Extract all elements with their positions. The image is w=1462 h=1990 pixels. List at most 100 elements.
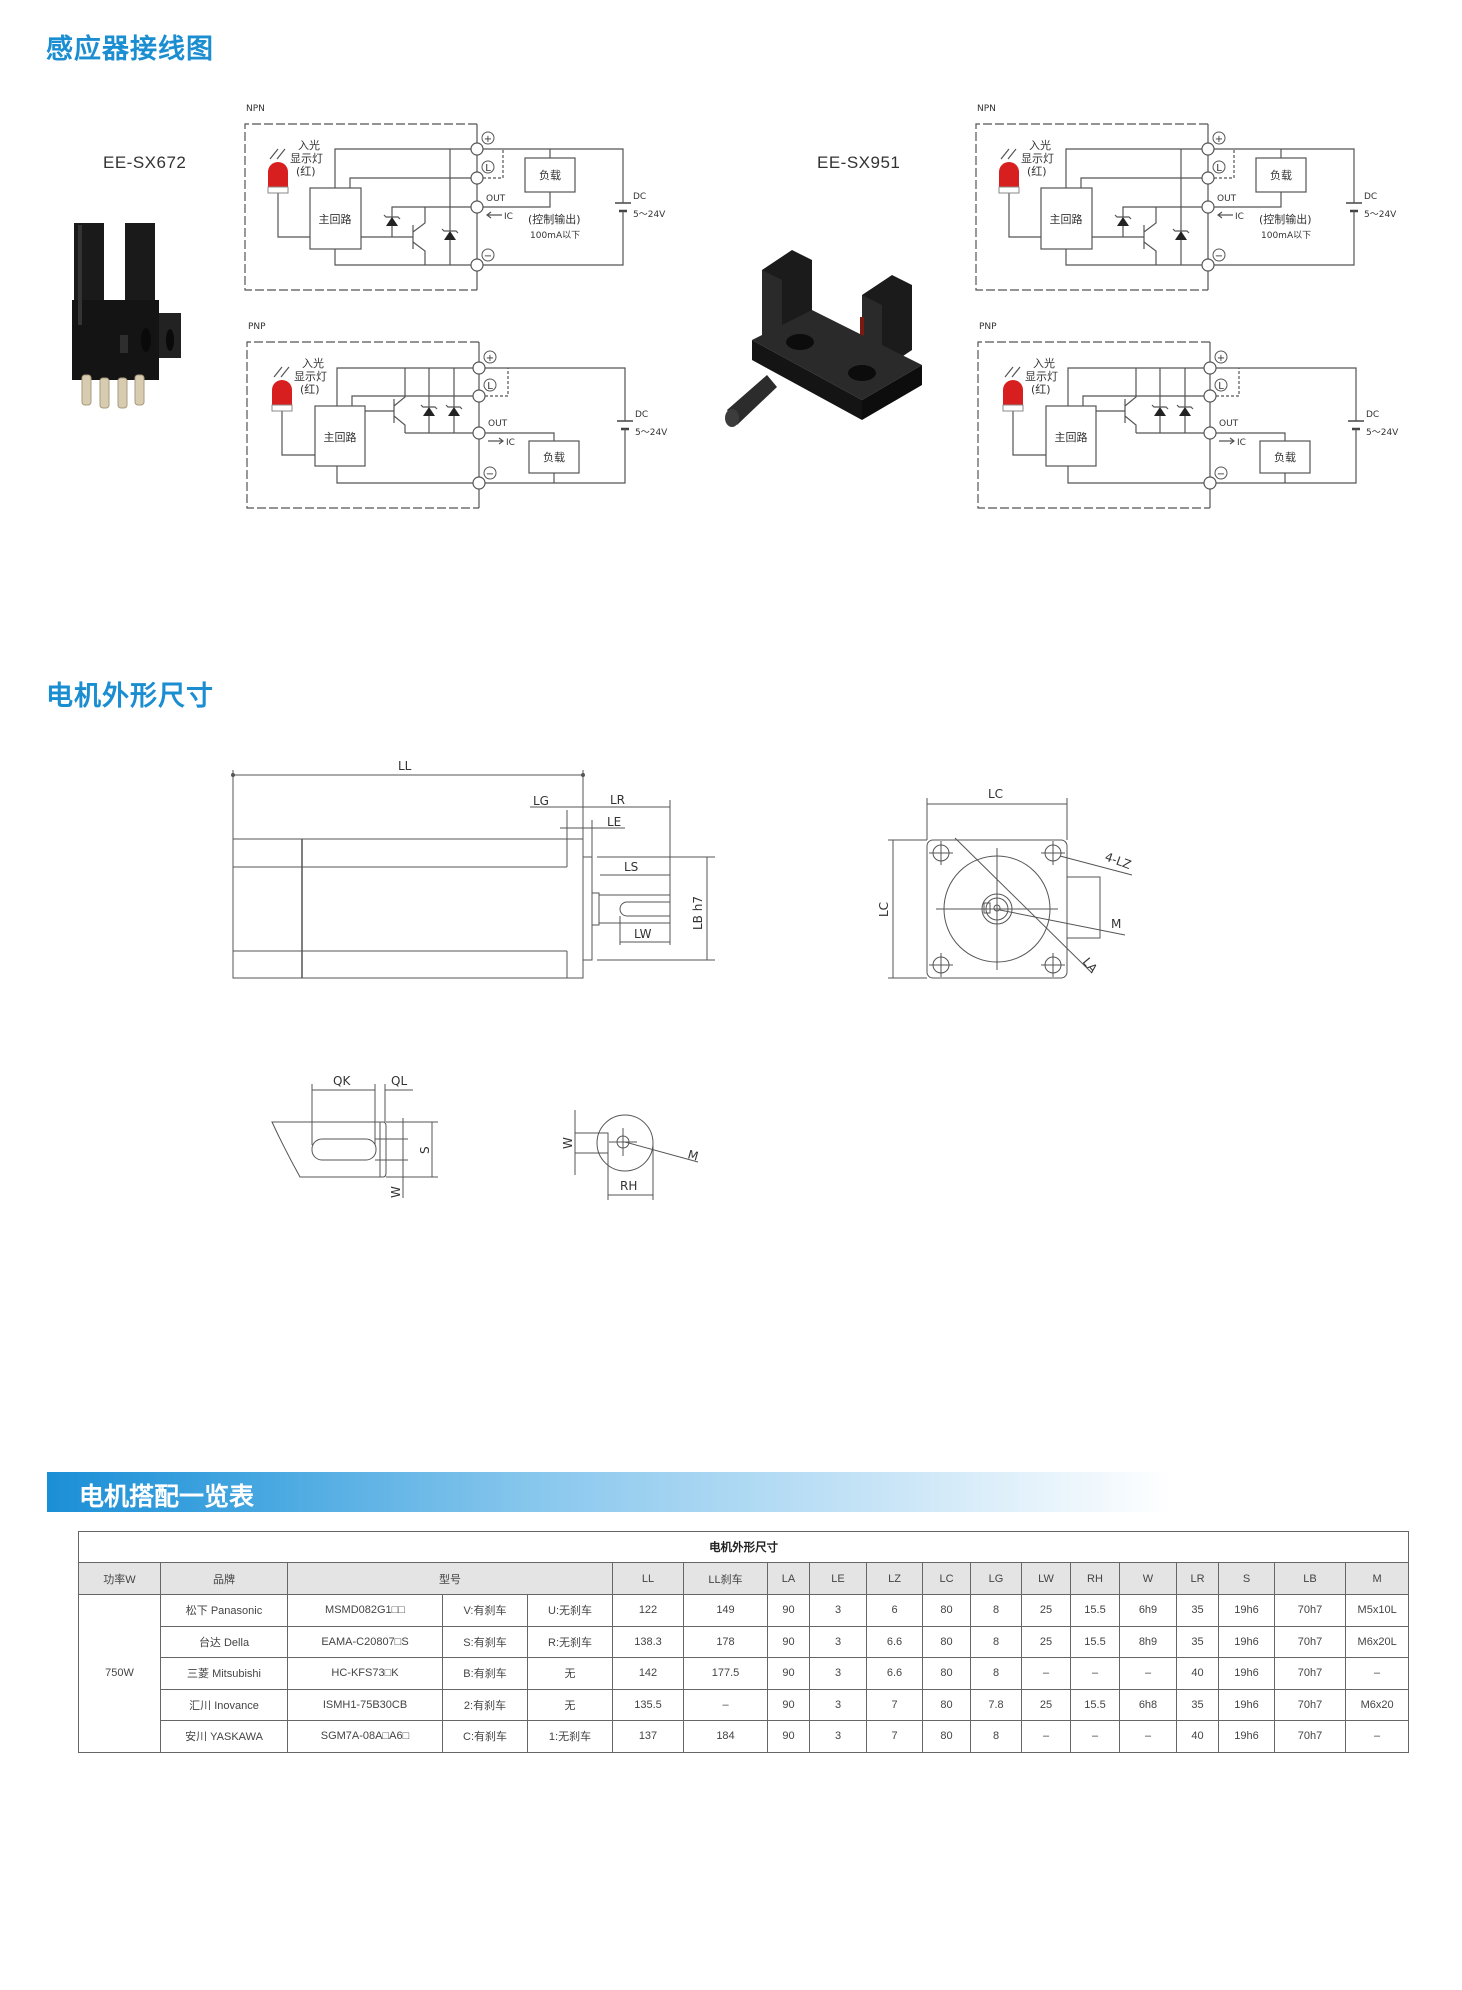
out-label: OUT: [1219, 419, 1239, 429]
sensor-boundary: [244, 123, 477, 291]
output-type-label: NPN: [977, 104, 996, 114]
shaft-keyway-drawings: QK QL W S W RH M: [271, 1074, 700, 1200]
section-title-motor-matching: 电机搭配一览表: [79, 1482, 255, 1511]
table-cell: 70h7: [1274, 1720, 1346, 1753]
table-cell: U:无刹车: [527, 1594, 613, 1627]
terminal-minus-label: −: [486, 469, 494, 480]
table-cell: 6h9: [1119, 1594, 1177, 1627]
voltage-label: 5～24V: [633, 210, 666, 220]
terminal-minus-label: −: [1215, 251, 1223, 262]
indicator-led-icon: [1003, 380, 1023, 405]
indicator-led-base: [998, 186, 1020, 194]
terminal-icon: [470, 171, 484, 185]
light-arrows-icon: [269, 148, 286, 160]
section-title-motor-dimensions: 电机外形尺寸: [46, 681, 214, 712]
dim-label-w-end: W: [561, 1137, 575, 1149]
table-cell: 1:无刹车: [527, 1720, 613, 1753]
wiring-diagram-ee-sx951-npn: NPNDC5～24V主回路负载入光显示灯(红)+L−OUTIC(控制输出)100…: [975, 104, 1397, 291]
zener-diode-icon: [423, 407, 435, 416]
table-cell: 3: [809, 1720, 867, 1753]
terminal-l-circle-icon: [483, 378, 497, 392]
terminal-plus-circle-icon: [1214, 350, 1228, 364]
table-cell: –: [1119, 1657, 1177, 1690]
column-header: M: [1344, 1562, 1410, 1595]
dim-label-lc-side: LC: [877, 902, 891, 917]
table-cell: HC-KFS73□K: [287, 1657, 443, 1690]
voltage-label: 5～24V: [635, 428, 668, 438]
table-cell: 137: [612, 1720, 684, 1753]
table-cell: –: [1070, 1720, 1120, 1753]
main-circuit-box: [1045, 405, 1097, 467]
table-cell: 19h6: [1218, 1625, 1275, 1658]
dim-label-le: LE: [607, 815, 621, 829]
table-cell: 40: [1176, 1720, 1219, 1753]
sensor-model-label: EE-SX672: [103, 153, 187, 172]
zener-diode-icon: [444, 231, 456, 240]
ic-label: IC: [1237, 438, 1246, 448]
dim-label-ll: LL: [398, 759, 412, 773]
terminal-icon: [1203, 426, 1217, 440]
led-label-line3: (红): [1031, 383, 1051, 396]
wire: [1008, 193, 1041, 238]
load-label: 负载: [543, 450, 565, 464]
ic-label: IC: [504, 212, 513, 222]
table-cell: 8: [970, 1625, 1022, 1658]
transistor-icon: [1092, 207, 1157, 265]
table-cell: 135.5: [612, 1688, 684, 1721]
table-cell: 8h9: [1119, 1625, 1177, 1658]
terminal-minus-circle-icon: [481, 248, 495, 262]
terminal-minus-circle-icon: [1212, 248, 1226, 262]
table-title: 电机外形尺寸: [77, 1531, 1410, 1563]
table-cell: 40: [1176, 1657, 1219, 1690]
table-cell: –: [1344, 1720, 1410, 1753]
wire: [1012, 411, 1046, 456]
zener-diode-bar: [1151, 404, 1169, 410]
zener-diode-bar: [1176, 404, 1194, 410]
zener-diode-icon: [448, 407, 460, 416]
table-cell: 35: [1176, 1625, 1219, 1658]
indicator-led-base: [267, 186, 289, 194]
dim-label-s: S: [418, 1146, 432, 1154]
terminal-icon: [470, 142, 484, 156]
ic-arrow-icon: [488, 437, 504, 445]
column-header: LE: [809, 1562, 867, 1595]
dim-label-qk: QK: [333, 1074, 351, 1088]
wire: [277, 193, 310, 238]
main-circuit-label: 主回路: [324, 431, 357, 444]
table-cell: 80: [922, 1657, 971, 1690]
table-cell: M6x20: [1344, 1688, 1410, 1721]
control-output-label: (控制输出): [528, 212, 581, 226]
indicator-led-icon: [999, 162, 1019, 187]
terminal-icon: [1203, 389, 1217, 403]
table-cell: M5x10L: [1344, 1594, 1410, 1627]
terminal-plus-label: +: [1215, 134, 1223, 145]
motor-front-view-drawing: LC LC 4-LZ M LA: [877, 787, 1133, 979]
wire: [1067, 367, 1357, 484]
sensor-photo-ee-sx951: [725, 250, 922, 427]
dc-label: DC: [635, 410, 648, 420]
ic-arrow-icon: [486, 211, 502, 219]
wire: [1159, 368, 1186, 433]
load-box: [528, 440, 580, 474]
table-cell: 90: [767, 1594, 810, 1627]
terminal-plus-label: +: [486, 353, 494, 364]
light-arrows-icon: [1004, 366, 1021, 378]
table-cell: 80: [922, 1625, 971, 1658]
zener-diode-bar: [1114, 214, 1132, 220]
table-cell: 3: [809, 1657, 867, 1690]
table-cell: –: [1021, 1720, 1071, 1753]
table-cell: 70h7: [1274, 1657, 1346, 1690]
column-header: LC: [922, 1562, 971, 1595]
table-cell: 25: [1021, 1594, 1071, 1627]
table-cell: B:有刹车: [442, 1657, 528, 1690]
terminal-icon: [472, 426, 486, 440]
main-circuit-box: [309, 187, 362, 250]
table-cell: C:有刹车: [442, 1720, 528, 1753]
terminal-l-circle-icon: [481, 160, 495, 174]
table-cell: 19h6: [1218, 1594, 1275, 1627]
terminal-minus-circle-icon: [1214, 466, 1228, 480]
wiring-diagram-ee-sx672-npn: NPNDC5～24V主回路负载入光显示灯(红)+L−OUTIC(控制输出)100…: [244, 104, 666, 291]
